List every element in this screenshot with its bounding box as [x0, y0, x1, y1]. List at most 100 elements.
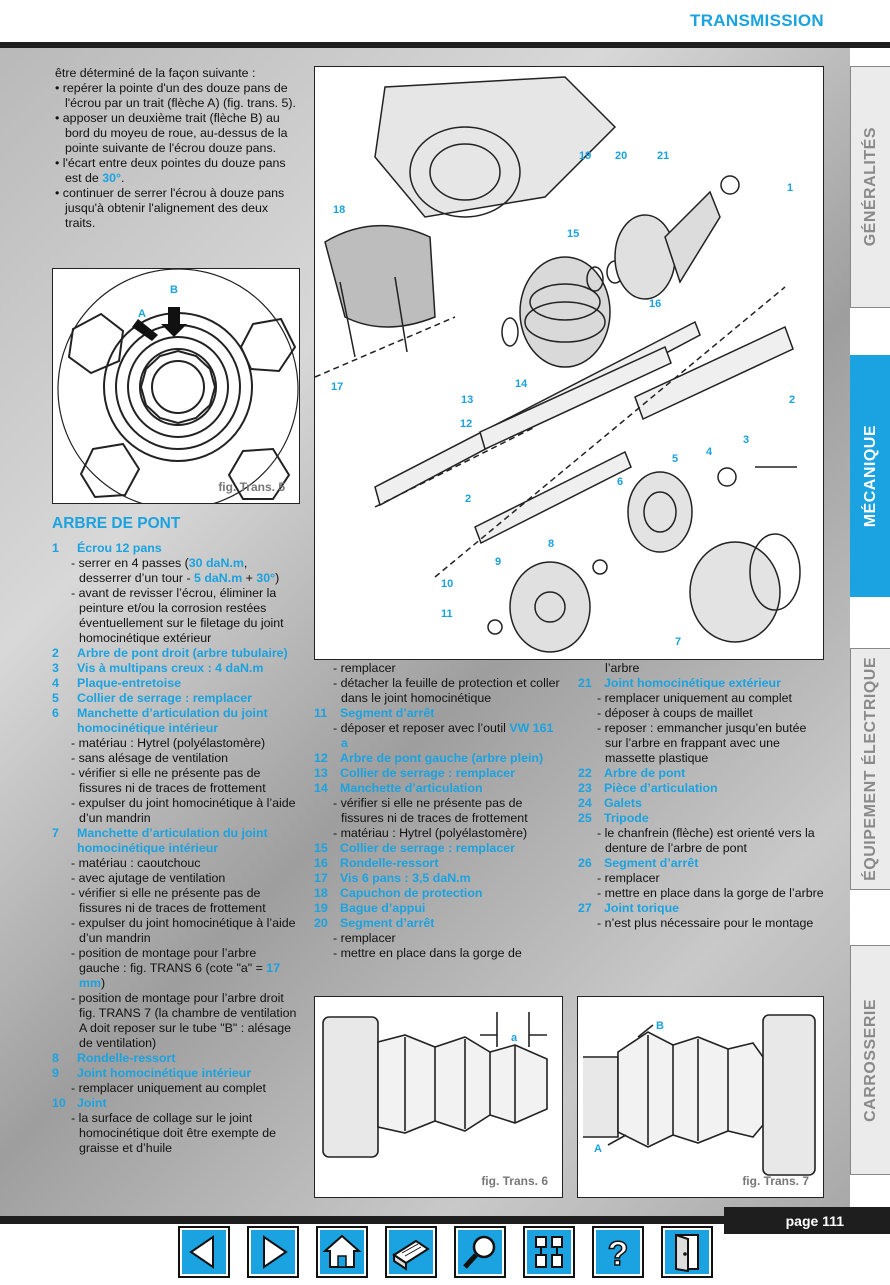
- part-number: 26: [578, 856, 592, 870]
- callout-11: 11: [441, 608, 453, 620]
- part-note: - vérifier si elle ne présente pas de fi…: [333, 796, 528, 825]
- intro-bullet: • apposer un deuxième trait (flèche B) a…: [55, 111, 288, 155]
- part-note: - remplacer uniquement au complet: [597, 691, 792, 705]
- part-entry: 19 Bague d’appui: [314, 901, 562, 916]
- part-title: Segment d’arrêt: [604, 856, 699, 870]
- tab-carrosserie[interactable]: CARROSSERIE: [850, 945, 890, 1175]
- part-title: Manchette d’articulation du joint homoci…: [77, 826, 268, 855]
- highlight-value: 30 daN.m: [188, 556, 244, 570]
- callout-1: 1: [787, 182, 793, 194]
- next-page-button[interactable]: [247, 1226, 299, 1278]
- callout-5: 5: [672, 453, 678, 465]
- print-button[interactable]: [385, 1226, 437, 1278]
- search-button[interactable]: [454, 1226, 506, 1278]
- tab-label: MÉCANIQUE: [862, 424, 879, 528]
- part-note: - remplacer: [333, 661, 396, 675]
- part-title: Arbre de pont gauche (arbre plein): [340, 751, 544, 765]
- part-title: Joint torique: [604, 901, 680, 915]
- part-note: - mettre en place dans la gorge de l’arb…: [597, 886, 824, 900]
- part-number: 27: [578, 901, 592, 915]
- label-a: A: [138, 308, 146, 320]
- print-icon: [389, 1230, 433, 1274]
- callout-15: 15: [567, 228, 579, 240]
- exit-button[interactable]: [661, 1226, 713, 1278]
- part-title: Collier de serrage : remplacer: [340, 766, 515, 780]
- callout-12: 12: [460, 418, 472, 430]
- part-note: - sans alésage de ventilation: [71, 751, 229, 765]
- intro-bullet: • repérer la pointe d'un des douze pans …: [55, 81, 296, 110]
- part-note: - position de montage pour l’arbre droit…: [71, 991, 297, 1050]
- callout-9: 9: [495, 556, 501, 568]
- figure-trans-6-drawing: a: [322, 1012, 548, 1158]
- note-text: +: [242, 571, 257, 585]
- part-number: 1: [52, 541, 59, 555]
- figure-trans-5-drawing: A B: [57, 268, 299, 510]
- part-note: - avec ajutage de ventilation: [71, 871, 226, 885]
- label-b: B: [170, 284, 178, 296]
- part-number: 9: [52, 1066, 59, 1080]
- part-note: - déposer et reposer avec l’outil VW 161…: [331, 721, 562, 751]
- part-entry: 27 Joint torique: [578, 901, 824, 916]
- label-a: A: [594, 1143, 602, 1155]
- part-title: Écrou 12 pans: [77, 541, 162, 555]
- callout-4: 4: [706, 446, 713, 458]
- tab-mecanique[interactable]: MÉCANIQUE: [850, 355, 890, 597]
- intro-bullet-text: • l'écart entre deux pointes du douze pa…: [55, 156, 286, 185]
- bottom-rule: [0, 1216, 890, 1224]
- tab-generalites[interactable]: GÉNÉRALITÉS: [850, 66, 890, 308]
- part-number: 3: [52, 661, 59, 675]
- part-title: Tripode: [604, 811, 649, 825]
- contents-button[interactable]: [523, 1226, 575, 1278]
- home-button[interactable]: [316, 1226, 368, 1278]
- figure-trans-6: a fig. Trans. 6: [314, 996, 563, 1198]
- label-b: B: [656, 1020, 664, 1032]
- help-button[interactable]: ?: [592, 1226, 644, 1278]
- figure-caption: fig. Trans. 6: [481, 1174, 548, 1188]
- part-entry: 7 Manchette d’articulation du joint homoc…: [52, 826, 298, 856]
- part-note: - expulser du joint homocinétique à l’ai…: [71, 916, 296, 945]
- parts-list-column-2: - remplacer- détacher la feuille de prot…: [314, 661, 562, 961]
- part-number: 16: [314, 856, 328, 870]
- part-note: - matériau : Hytrel (polyélastomère): [333, 826, 528, 840]
- figure-trans-5: A B fig. Trans. 5: [52, 268, 300, 510]
- part-number: 7: [52, 826, 59, 840]
- part-number: 18: [314, 886, 328, 900]
- part-number: 12: [314, 751, 328, 765]
- part-note: - vérifier si elle ne présente pas de fi…: [71, 886, 266, 915]
- tab-equipement-electrique[interactable]: ÉQUIPEMENT ÉLECTRIQUE: [850, 648, 890, 890]
- part-title: Bague d’appui: [340, 901, 426, 915]
- part-title: Joint: [77, 1096, 107, 1110]
- previous-page-button[interactable]: [178, 1226, 230, 1278]
- highlight-value: 17 mm: [79, 961, 281, 990]
- label-a: a: [511, 1032, 518, 1044]
- part-number: 11: [314, 706, 328, 720]
- part-note: - matériau : Hytrel (polyélastomère): [71, 736, 266, 750]
- callout-8: 8: [548, 538, 554, 550]
- exit-icon: [665, 1230, 709, 1274]
- callout-6: 6: [617, 476, 623, 488]
- part-title: Arbre de pont: [604, 766, 686, 780]
- part-title: Pièce d’articulation: [604, 781, 718, 795]
- part-note: - déposer à coups de maillet: [597, 706, 753, 720]
- page-number: page 111: [724, 1207, 890, 1234]
- intro-bullet-suffix: .: [120, 171, 125, 185]
- top-rule: [0, 42, 890, 48]
- chapter-title: TRANSMISSION: [690, 11, 824, 30]
- part-title: Galets: [604, 796, 642, 810]
- part-entry: 26 Segment d’arrêt: [578, 856, 824, 871]
- part-title: Vis 6 pans : 3,5 daN.m: [340, 871, 471, 885]
- callout-19: 19: [579, 150, 591, 162]
- part-note: - le chanfrein (flèche) est orienté vers…: [597, 826, 815, 855]
- part-title: Manchette d’articulation: [340, 781, 483, 795]
- part-number: 19: [314, 901, 328, 915]
- part-title: Plaque-entretoise: [77, 676, 181, 690]
